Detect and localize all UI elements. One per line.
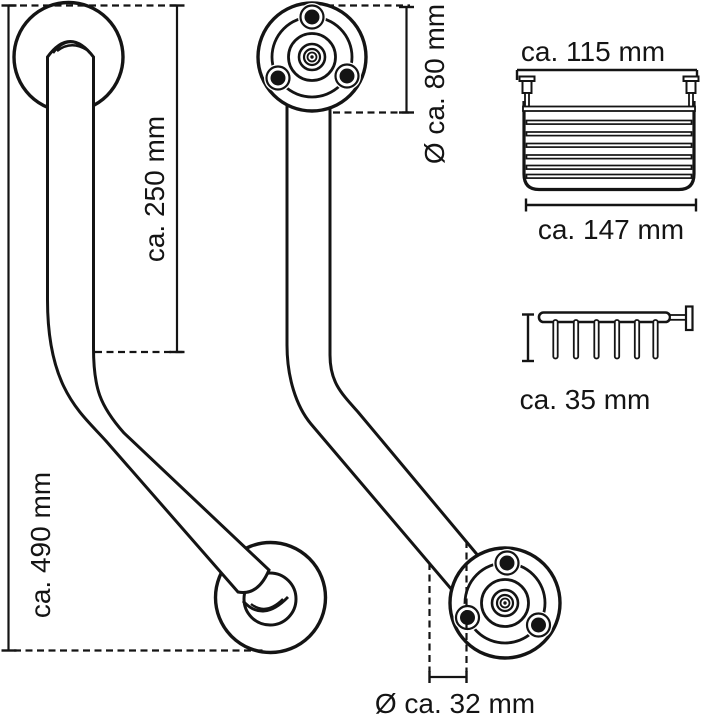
basket-depth-label: ca. 35 mm <box>520 384 651 415</box>
wire-basket-side-view: ca. 35 mm <box>520 305 694 415</box>
flange-hub-ring2 <box>302 47 322 67</box>
basket-frame <box>522 101 696 192</box>
flange-center-dot <box>310 55 314 59</box>
dimension-basket-inner-width: ca. 115 mm <box>515 36 699 80</box>
flange-mid-ring <box>287 32 337 82</box>
basket-side-prong <box>593 319 600 360</box>
basket-side-prong <box>633 319 641 360</box>
dimension-flange-diameter: Ø ca. 80 mm <box>327 4 450 164</box>
basket-side-neck <box>669 314 687 321</box>
basket-side-prong <box>552 319 559 360</box>
flange-hub-ring <box>297 42 327 72</box>
flange-diameter-label: Ø ca. 80 mm <box>419 4 450 164</box>
top-collar-arc-inner <box>56 44 88 52</box>
screw-hole <box>453 603 482 632</box>
bottom-collar-crescent <box>241 596 290 613</box>
flange-mid-ring <box>480 578 530 628</box>
screw-hole <box>493 549 521 577</box>
tube-diameter-label: Ø ca. 32 mm <box>375 688 535 719</box>
basket-wire <box>525 131 693 137</box>
grab-bar-tube-front <box>285 58 482 592</box>
basket-wire <box>525 119 693 125</box>
flange-hub-ring2 <box>495 593 515 613</box>
grab-bar-front-view <box>256 1 562 660</box>
basket-wire <box>525 164 693 170</box>
upper-segment-label: ca. 250 mm <box>139 116 170 262</box>
basket-side-prong <box>572 319 580 360</box>
basket-side-prong <box>652 319 659 360</box>
basket-side-rail <box>537 311 672 324</box>
wire-basket-front-view: ca. 115 mm ca. 147 mm <box>515 36 700 245</box>
wall-clip-left <box>518 75 536 110</box>
flange-front-top <box>256 1 368 113</box>
basket-wire <box>525 173 693 179</box>
dimension-basket-outer-width: ca. 147 mm <box>524 198 698 245</box>
basket-side-wall-plate <box>684 305 694 332</box>
dimension-total-length: ca. 490 mm <box>1 4 266 652</box>
basket-side-prong <box>613 319 621 360</box>
flange-front-bottom <box>448 546 562 660</box>
dimension-basket-depth <box>522 313 534 363</box>
wall-clip-right <box>682 75 700 110</box>
grab-bar-side-view <box>12 0 328 655</box>
screw-hole <box>264 64 292 92</box>
bottom-collar-crescent-inner <box>250 598 284 611</box>
dimension-upper-segment: ca. 250 mm <box>95 4 185 354</box>
screw-hole <box>333 62 361 90</box>
basket-wire <box>525 142 693 148</box>
total-length-label: ca. 490 mm <box>25 472 56 618</box>
flange-center-dot <box>503 601 507 605</box>
screw-hole <box>524 611 553 639</box>
screw-hole <box>298 3 326 31</box>
flange-hub-ring3 <box>499 597 511 609</box>
flange-hub-ring3 <box>306 51 318 63</box>
dimension-tube-diameter: Ø ca. 32 mm <box>375 541 535 719</box>
basket-outer-width-label: ca. 147 mm <box>538 214 684 245</box>
basket-inner-width-label: ca. 115 mm <box>521 36 665 67</box>
basket-rim-wire <box>522 105 696 112</box>
basket-wire <box>525 154 693 160</box>
flange-hub-ring <box>490 588 520 618</box>
